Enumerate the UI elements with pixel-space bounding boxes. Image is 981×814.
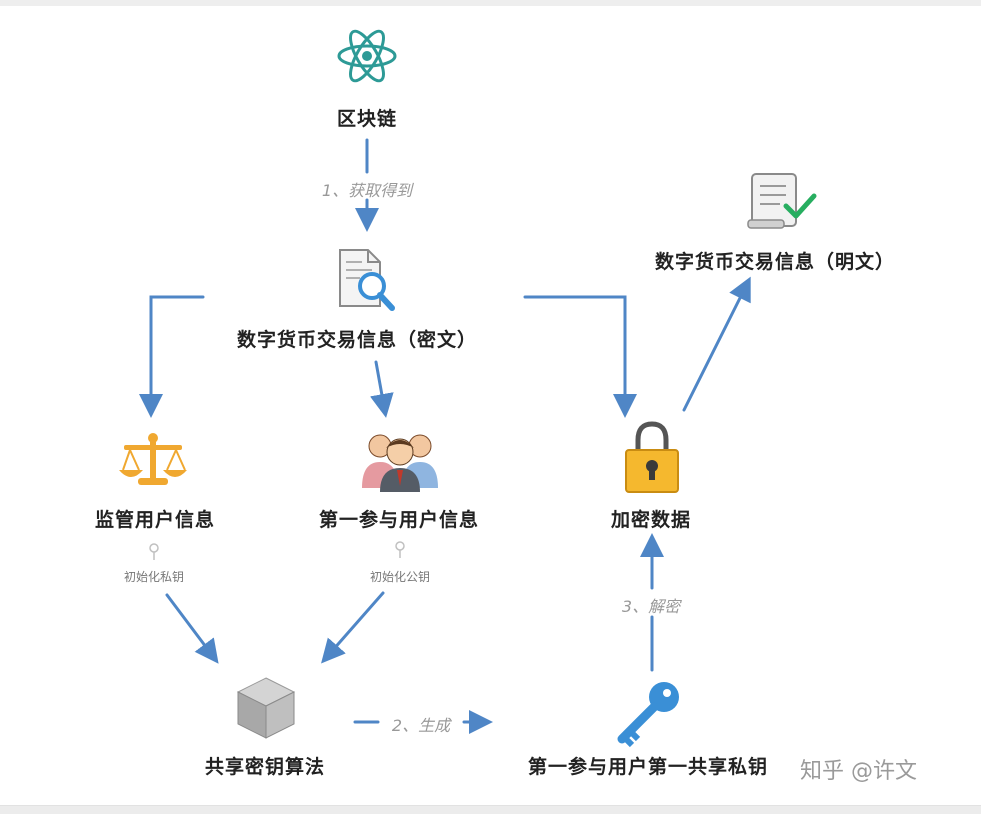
arrow-encrypted-to-plaintext [682,276,751,412]
node-regulator: 监管用户信息 [94,509,216,531]
key-icon [617,682,679,748]
node-plaintext: 数字货币交易信息（明文） [654,251,896,273]
pin-marker-private [149,543,159,560]
arrow-ciphertext-to-encrypted [523,295,637,418]
document-search-icon [339,249,395,311]
edge-label-generate: 2、生成 [391,716,451,735]
node-encrypted: 加密数据 [610,509,692,531]
edge-label-decrypt: 3、解密 [621,597,681,616]
node-participant: 第一参与用户信息 [318,509,480,531]
document-check-icon [747,173,817,229]
atom-icon [337,29,397,83]
watermark: 知乎 @许文 [800,759,917,784]
annotation-init-private: 初始化私钥 [123,570,185,584]
node-algorithm: 共享密钥算法 [204,756,326,778]
scales-icon [119,433,187,485]
node-blockchain: 区块链 [336,108,398,130]
annotation-init-public: 初始化公钥 [369,570,431,584]
node-shared-key: 第一参与用户第一共享私钥 [527,756,769,778]
top-strip [0,0,981,6]
users-icon [362,434,438,492]
arrow-regulator-to-algorithm [165,593,219,664]
arrow-ciphertext-to-participant [370,360,394,418]
bottom-strip [0,805,981,814]
cube-icon [236,677,296,739]
padlock-icon [625,421,679,493]
node-ciphertext: 数字货币交易信息（密文） [236,329,478,351]
edge-label-obtain: 1、获取得到 [321,181,413,200]
arrow-participant-to-algorithm [321,591,385,664]
arrow-ciphertext-to-regulator [139,295,205,418]
pin-marker-public [395,541,405,558]
